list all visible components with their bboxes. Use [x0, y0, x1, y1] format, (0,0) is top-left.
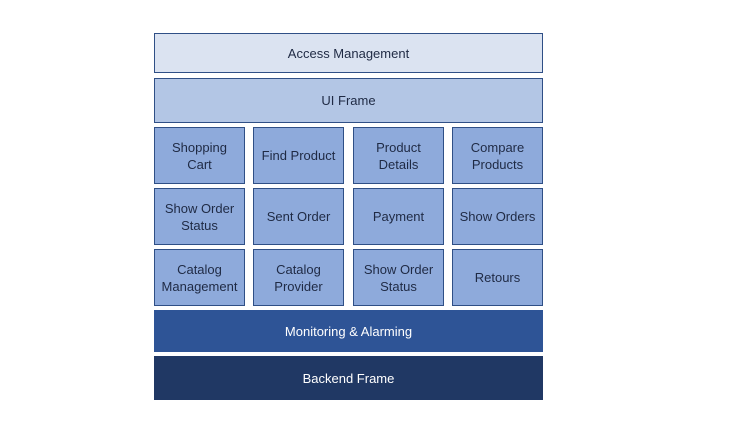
monitoring-alarming-layer: Monitoring & Alarming: [154, 310, 543, 352]
module-find-product: Find Product: [253, 127, 344, 184]
backend-frame-layer: Backend Frame: [154, 356, 543, 400]
module-sent-order: Sent Order: [253, 188, 344, 245]
module-shopping-cart: Shopping Cart: [154, 127, 245, 184]
module-product-details: Product Details: [353, 127, 444, 184]
access-management-layer: Access Management: [154, 33, 543, 73]
module-show-orders: Show Orders: [452, 188, 543, 245]
ui-frame-layer: UI Frame: [154, 78, 543, 123]
module-retours: Retours: [452, 249, 543, 306]
module-catalog-management: Catalog Management: [154, 249, 245, 306]
module-show-order-status-2: Show Order Status: [353, 249, 444, 306]
module-compare-products: Compare Products: [452, 127, 543, 184]
module-show-order-status: Show Order Status: [154, 188, 245, 245]
module-catalog-provider: Catalog Provider: [253, 249, 344, 306]
module-payment: Payment: [353, 188, 444, 245]
